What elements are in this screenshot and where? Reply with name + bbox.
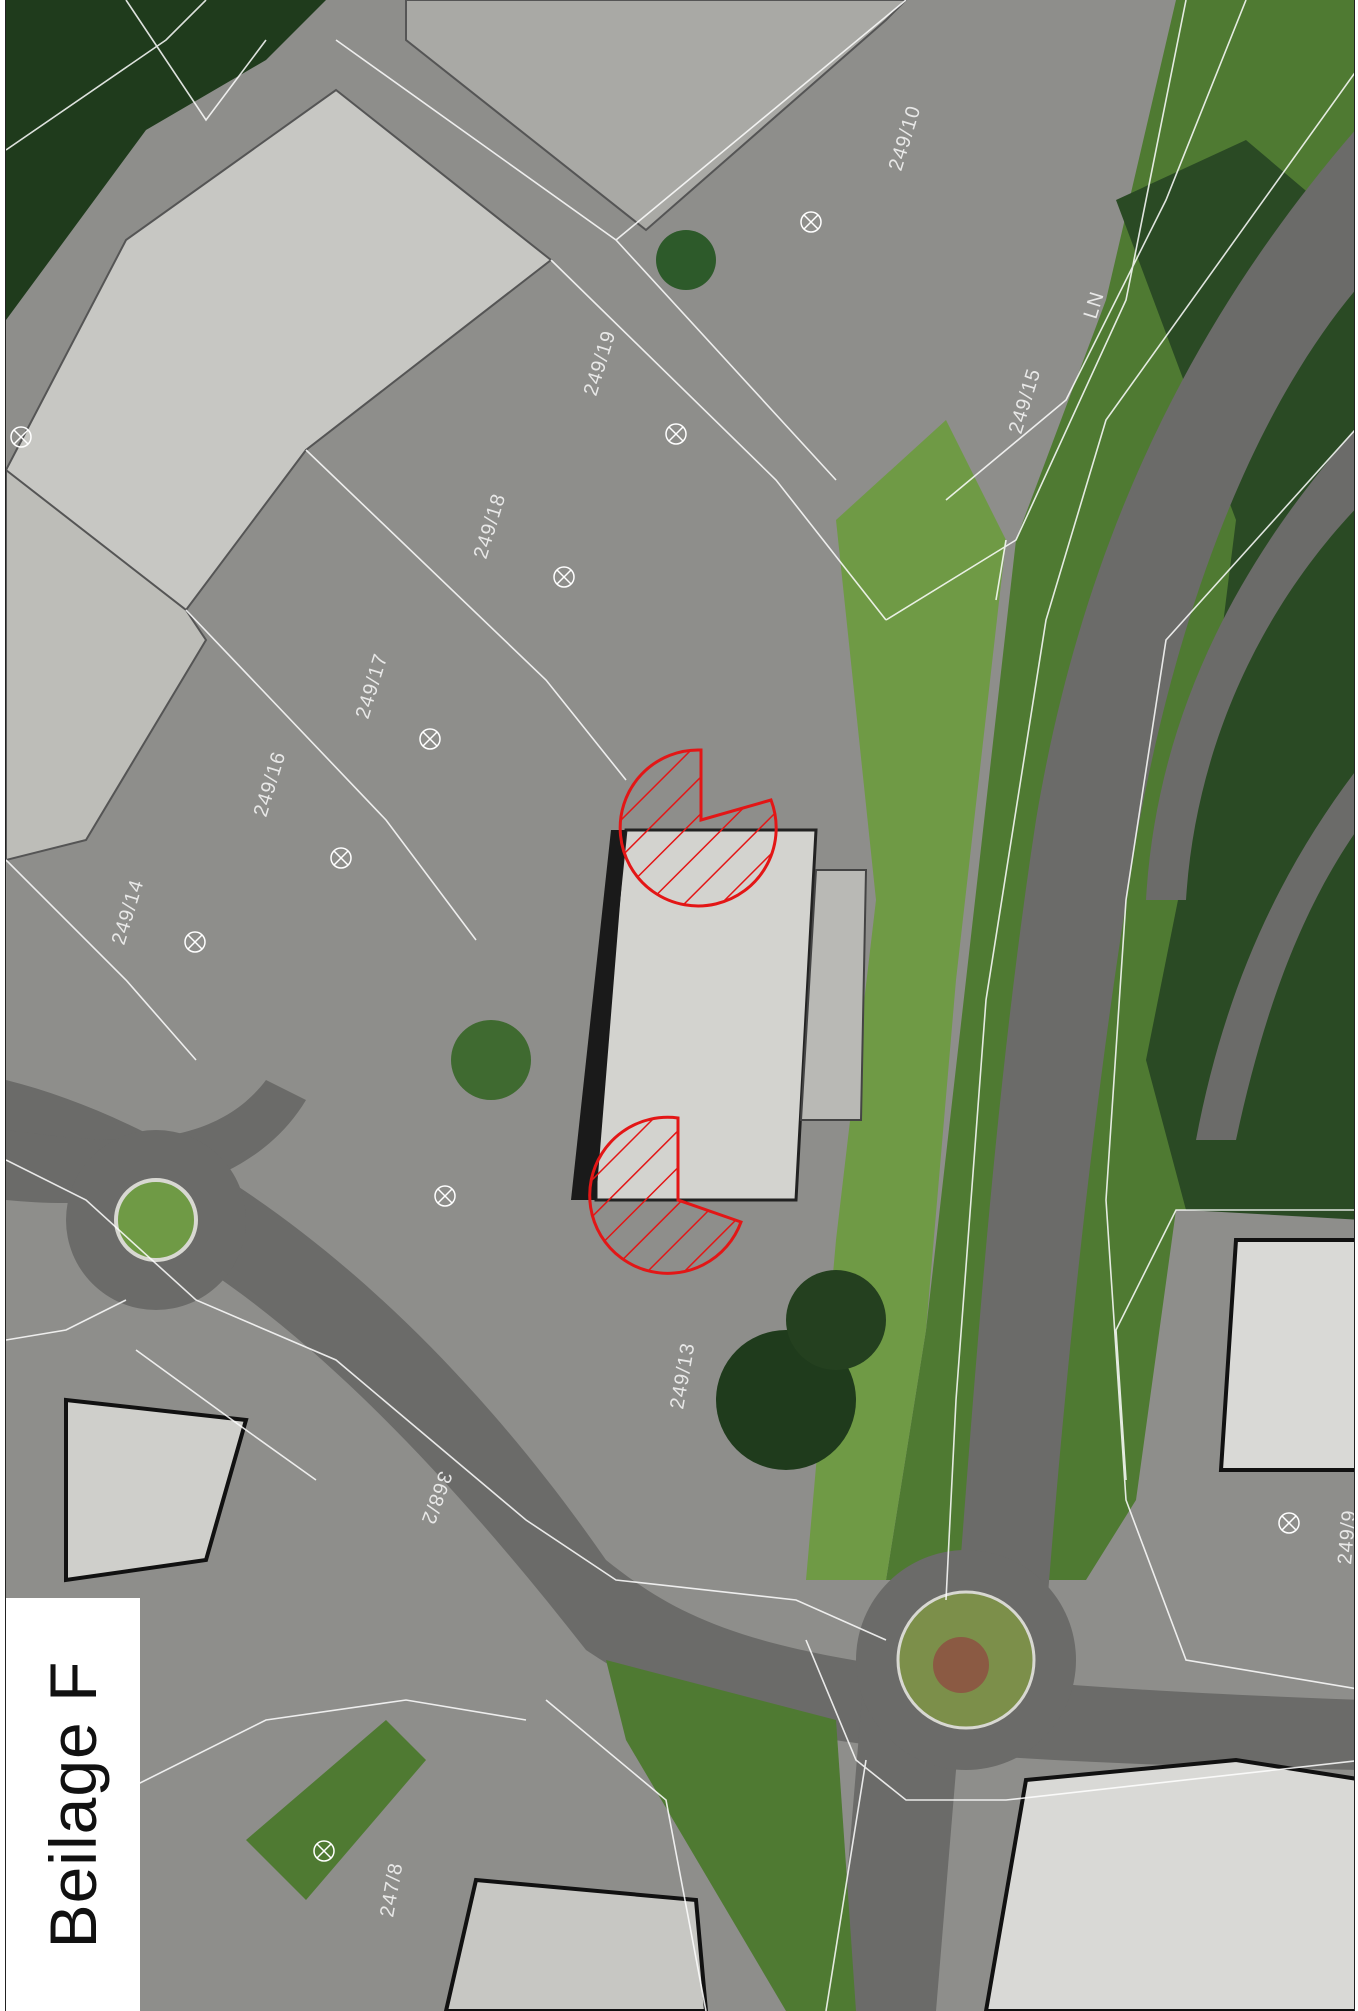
tree-cluster — [786, 1270, 886, 1370]
green-strip-south — [606, 1660, 856, 2011]
map-canvas: 249/10 249/19 249/18 249/17 249/16 249/1… — [6, 0, 1355, 2011]
circle-cross-icon — [665, 423, 687, 445]
circle-cross-icon — [313, 1840, 335, 1862]
circle-cross-icon — [800, 211, 822, 233]
roundabout-west — [66, 1130, 246, 1310]
tree-cluster — [451, 1020, 531, 1100]
building-central-shadow — [571, 830, 626, 1200]
building-east — [1218, 1238, 1354, 1472]
tree-cluster — [656, 230, 716, 290]
building-south-centre — [443, 1877, 709, 2011]
building-shopping-centre — [6, 88, 553, 652]
highway-ramp-2 — [1196, 773, 1354, 1140]
parcel-lines — [6, 0, 1354, 2011]
building-central-annex — [799, 869, 868, 1121]
green-strip-southwest — [246, 1720, 426, 1900]
circle-cross-icon — [419, 728, 441, 750]
highway-ramp — [1146, 431, 1354, 900]
forest-northwest — [6, 0, 326, 320]
building-southeast — [983, 1757, 1354, 2011]
highway — [956, 131, 1354, 1620]
circle-cross-icon — [10, 426, 32, 448]
map-title: Beilage F — [36, 1660, 110, 1949]
roundabout-south — [856, 1550, 1076, 1770]
circle-cross-icon — [330, 847, 352, 869]
building-southwest — [64, 1397, 249, 1583]
building-north-top — [405, 0, 908, 232]
marker-north[interactable] — [618, 748, 778, 908]
parcel-label-249-9: 249/9 — [1334, 1509, 1355, 1566]
circle-cross-icon — [1278, 1512, 1300, 1534]
circle-cross-icon — [553, 566, 575, 588]
aerial-map[interactable]: 249/10 249/19 249/18 249/17 249/16 249/1… — [5, 0, 1355, 2011]
circle-cross-icon — [184, 931, 206, 953]
building-shopping-centre-wing — [6, 468, 208, 862]
marker-south[interactable] — [588, 1115, 743, 1275]
circle-cross-icon — [434, 1185, 456, 1207]
circle-cross-icon-group — [10, 211, 1300, 1862]
title-box: Beilage F — [6, 1598, 140, 2011]
